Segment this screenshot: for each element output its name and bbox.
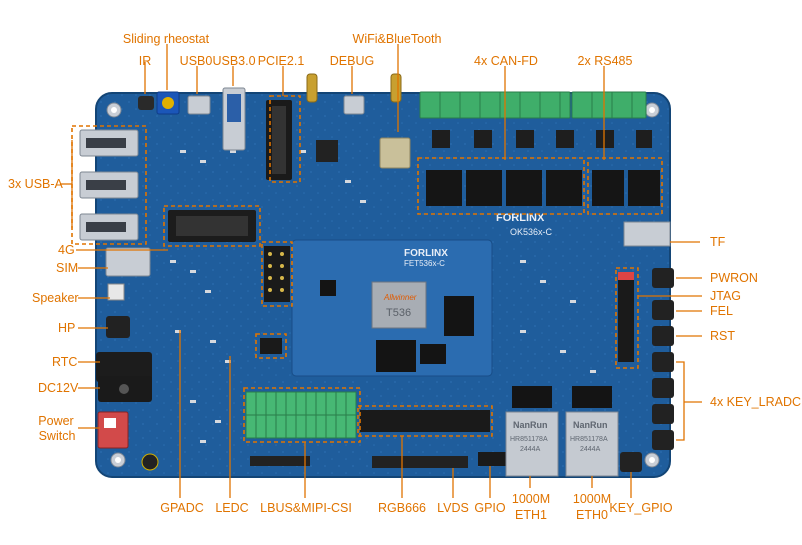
eth1-part-2: 2444A	[520, 446, 541, 453]
label-key-gpio: KEY_GPIO	[609, 501, 673, 515]
label-pcie: PCIE2.1	[257, 54, 305, 68]
label-eth0-speed: 1000M	[572, 492, 612, 506]
label-usb0: USB0	[179, 54, 213, 68]
label-usb3: USB3.0	[212, 54, 256, 68]
can-terminal-blocks	[419, 91, 647, 119]
eth1-part: HR851178A	[510, 436, 548, 443]
label-sliding-rheostat: Sliding rheostat	[122, 32, 210, 46]
label-eth0: ETH0	[576, 508, 608, 522]
memory-chip	[444, 296, 474, 336]
eth0-part: HR851178A	[570, 436, 608, 443]
label-can: 4x CAN-FD	[474, 54, 538, 68]
rst-button	[652, 326, 674, 346]
soc-logo: Allwinner	[383, 293, 417, 302]
hp-jack	[106, 316, 130, 338]
label-rgb666: RGB666	[378, 501, 426, 515]
label-switch: Switch	[38, 429, 76, 443]
ethernet-ports	[505, 411, 619, 477]
lvds-connector	[372, 456, 468, 468]
header-pins	[264, 246, 290, 302]
ledc-header	[260, 338, 282, 354]
label-ir: IR	[138, 54, 152, 68]
eth0-vendor: NanRun	[573, 420, 608, 430]
som-brand: FORLINX	[404, 248, 448, 259]
label-tf: TF	[710, 235, 726, 249]
gpio-header	[478, 452, 506, 466]
label-lbus: LBUS&MIPI-CSI	[260, 501, 352, 515]
passive-components	[170, 150, 596, 443]
rgb666-header	[360, 410, 490, 432]
label-ledc: LEDC	[215, 501, 249, 515]
label-rtc: RTC	[52, 355, 78, 369]
label-sim: SIM	[56, 261, 79, 275]
fel-button	[652, 300, 674, 320]
emmc-chip	[376, 340, 416, 372]
label-rst: RST	[710, 329, 735, 343]
mipi-csi-fpc	[250, 456, 310, 466]
can-transceivers	[432, 130, 652, 148]
model-silk: OK536x-C	[510, 227, 553, 237]
som-model: FET536x-C	[404, 259, 445, 268]
label-dc12v: DC12V	[38, 381, 79, 395]
jtag-header	[618, 272, 634, 362]
label-rs485: 2x RS485	[577, 54, 633, 68]
label-gpio: GPIO	[474, 501, 506, 515]
pmic-chip	[420, 344, 446, 364]
soc-chip	[371, 281, 427, 329]
rtc-battery	[96, 352, 152, 382]
speaker-connector	[107, 283, 125, 301]
key-lradc-buttons	[652, 352, 674, 450]
eth1-vendor: NanRun	[513, 420, 548, 430]
label-hp: HP	[58, 321, 76, 335]
label-key-lradc: 4x KEY_LRADC	[710, 395, 802, 409]
key-gpio-button	[620, 452, 642, 472]
label-speaker: Speaker	[32, 291, 79, 305]
label-lvds: LVDS	[437, 501, 469, 515]
label-eth1-speed: 1000M	[511, 492, 551, 506]
label-debug: DEBUG	[329, 54, 375, 68]
usb0-port	[187, 95, 211, 115]
debug-port	[343, 95, 365, 115]
tf-slot	[623, 221, 671, 247]
label-fel: FEL	[710, 304, 733, 318]
wifi-module	[379, 137, 411, 169]
soc-text: T536	[386, 307, 411, 319]
pwron-button	[652, 268, 674, 288]
isolator-modules	[426, 170, 660, 206]
sim-slot	[105, 247, 151, 277]
label-usb-a: 3x USB-A	[8, 177, 63, 191]
brand-silk: FORLINX	[496, 212, 545, 224]
label-4g: 4G	[58, 243, 75, 257]
label-gpadc: GPADC	[160, 501, 204, 515]
mounting-holes	[106, 102, 660, 468]
label-eth1: ETH1	[515, 508, 547, 522]
label-jtag: JTAG	[710, 289, 742, 303]
label-pwron: PWRON	[710, 271, 758, 285]
label-wifi: WiFi&BlueTooth	[352, 32, 442, 46]
eth0-part-2: 2444A	[580, 446, 601, 453]
label-power: Power	[38, 414, 74, 428]
power-switch	[97, 411, 129, 449]
ir-receiver	[138, 96, 154, 110]
leader-lines	[60, 44, 702, 498]
